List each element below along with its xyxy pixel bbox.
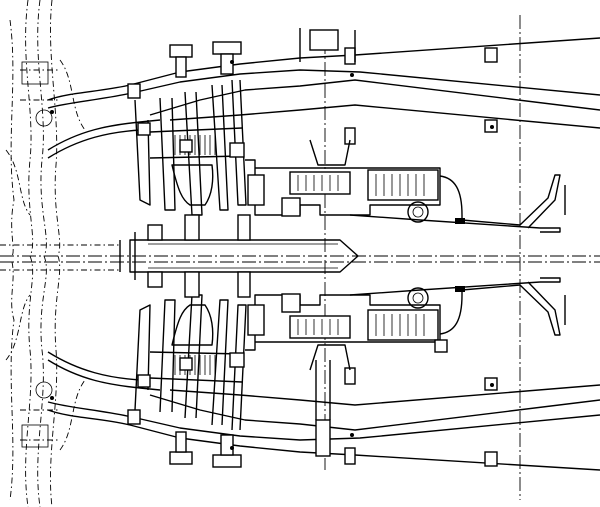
central-shaft xyxy=(119,214,359,298)
rear-struts xyxy=(519,174,566,336)
phantom-structure-left xyxy=(0,0,120,507)
flanges-upper xyxy=(127,28,498,145)
compressor-stages-lower xyxy=(134,294,247,431)
outer-casing-upper xyxy=(47,37,600,159)
fastener-details xyxy=(50,60,494,450)
centerlines xyxy=(0,15,600,500)
outer-casing-lower xyxy=(47,351,600,471)
gearbox-lower xyxy=(245,281,541,420)
compressor-stages-upper xyxy=(134,79,247,216)
gearbox-upper xyxy=(245,139,541,229)
flanges-lower xyxy=(127,367,498,468)
